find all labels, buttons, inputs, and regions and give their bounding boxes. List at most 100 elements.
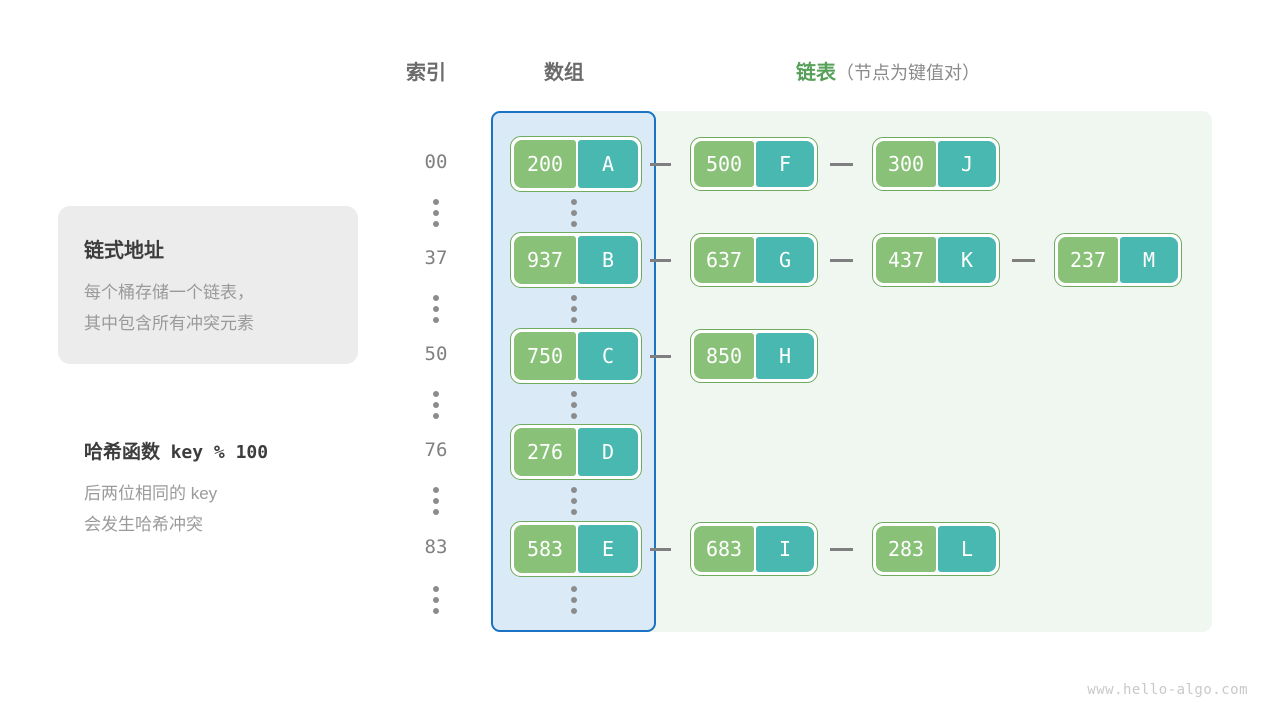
arrow-00-1 bbox=[830, 158, 862, 170]
arrow-37-2 bbox=[1012, 254, 1044, 266]
array-ellipsis-0 bbox=[571, 199, 579, 227]
list-node-37-1-value: K bbox=[938, 237, 996, 283]
ellipsis-dot bbox=[433, 391, 439, 397]
index-ellipsis-0 bbox=[433, 199, 441, 227]
ellipsis-dot bbox=[433, 221, 439, 227]
list-node-37-1-key: 437 bbox=[876, 237, 936, 283]
ellipsis-dot bbox=[433, 487, 439, 493]
array-cell-76-key: 276 bbox=[514, 428, 576, 476]
arrow-83-0 bbox=[650, 543, 680, 555]
info-card bbox=[58, 206, 358, 364]
array-ellipsis-2 bbox=[571, 391, 579, 419]
ellipsis-dot bbox=[571, 608, 577, 614]
hash-function-description: 后两位相同的 key 会发生哈希冲突 bbox=[84, 478, 217, 540]
index-label-83: 83 bbox=[424, 536, 448, 558]
ellipsis-dot bbox=[433, 402, 439, 408]
array-cell-76-value: D bbox=[578, 428, 638, 476]
ellipsis-dot bbox=[433, 317, 439, 323]
info-card-description: 每个桶存储一个链表， 其中包含所有冲突元素 bbox=[84, 277, 254, 339]
array-cell-50-key: 750 bbox=[514, 332, 576, 380]
arrow-shaft bbox=[830, 163, 853, 166]
arrow-shaft bbox=[1012, 259, 1035, 262]
array-cell-37-key: 937 bbox=[514, 236, 576, 284]
ellipsis-dot bbox=[571, 306, 577, 312]
arrow-83-1 bbox=[830, 543, 862, 555]
ellipsis-dot bbox=[433, 597, 439, 603]
index-label-37: 37 bbox=[424, 247, 448, 269]
column-header-linkedlist-sub: （节点为键值对） bbox=[836, 63, 980, 83]
ellipsis-dot bbox=[571, 391, 577, 397]
ellipsis-dot bbox=[433, 498, 439, 504]
ellipsis-dot bbox=[571, 509, 577, 515]
array-cell-00-value: A bbox=[578, 140, 638, 188]
ellipsis-dot bbox=[433, 199, 439, 205]
ellipsis-dot bbox=[571, 221, 577, 227]
index-label-50: 50 bbox=[424, 343, 448, 365]
hash-function-label: 哈希函数 bbox=[84, 442, 161, 463]
column-header-linkedlist: 链表（节点为键值对） bbox=[796, 56, 980, 85]
info-card-title: 链式地址 bbox=[84, 240, 164, 262]
ellipsis-dot bbox=[571, 210, 577, 216]
column-header-linkedlist-main: 链表 bbox=[796, 62, 836, 84]
index-ellipsis-1 bbox=[433, 295, 441, 323]
array-cell-37-value: B bbox=[578, 236, 638, 284]
arrow-shaft bbox=[650, 259, 671, 262]
list-node-37-2-value: M bbox=[1120, 237, 1178, 283]
list-node-37-2-key: 237 bbox=[1058, 237, 1118, 283]
hash-function-description-line1: 后两位相同的 key bbox=[84, 484, 218, 503]
ellipsis-dot bbox=[571, 199, 577, 205]
arrow-shaft bbox=[830, 259, 853, 262]
arrow-37-1 bbox=[830, 254, 862, 266]
hash-function-title: 哈希函数 key % 100 bbox=[84, 437, 268, 464]
ellipsis-dot bbox=[433, 413, 439, 419]
arrow-shaft bbox=[650, 548, 671, 551]
list-node-83-0-value: I bbox=[756, 526, 814, 572]
ellipsis-dot bbox=[433, 295, 439, 301]
list-node-00-0-key: 500 bbox=[694, 141, 754, 187]
ellipsis-dot bbox=[433, 306, 439, 312]
list-node-50-0-key: 850 bbox=[694, 333, 754, 379]
index-ellipsis-2 bbox=[433, 391, 441, 419]
ellipsis-dot bbox=[433, 210, 439, 216]
ellipsis-dot bbox=[433, 608, 439, 614]
arrow-shaft bbox=[650, 355, 671, 358]
watermark: www.hello-algo.com bbox=[1087, 682, 1248, 698]
ellipsis-dot bbox=[571, 586, 577, 592]
ellipsis-dot bbox=[571, 402, 577, 408]
arrow-00-0 bbox=[650, 158, 680, 170]
list-node-50-0-value: H bbox=[756, 333, 814, 379]
list-node-83-1-value: L bbox=[938, 526, 996, 572]
column-header-index: 索引 bbox=[406, 62, 446, 84]
arrow-shaft bbox=[830, 548, 853, 551]
array-ellipsis-1 bbox=[571, 295, 579, 323]
hash-function-description-line2: 会发生哈希冲突 bbox=[84, 515, 203, 534]
arrow-50-0 bbox=[650, 350, 680, 362]
list-node-83-0-key: 683 bbox=[694, 526, 754, 572]
ellipsis-dot bbox=[571, 597, 577, 603]
index-label-00: 00 bbox=[424, 151, 448, 173]
info-card-description-line1: 每个桶存储一个链表， bbox=[84, 283, 254, 302]
arrow-shaft bbox=[650, 163, 671, 166]
column-header-array: 数组 bbox=[544, 62, 584, 84]
ellipsis-dot bbox=[433, 586, 439, 592]
ellipsis-dot bbox=[571, 317, 577, 323]
index-label-76: 76 bbox=[424, 439, 448, 461]
ellipsis-dot bbox=[571, 487, 577, 493]
hash-function-expression: key % 100 bbox=[170, 442, 269, 463]
list-node-00-1-key: 300 bbox=[876, 141, 936, 187]
list-node-00-1-value: J bbox=[938, 141, 996, 187]
array-cell-83-key: 583 bbox=[514, 525, 576, 573]
